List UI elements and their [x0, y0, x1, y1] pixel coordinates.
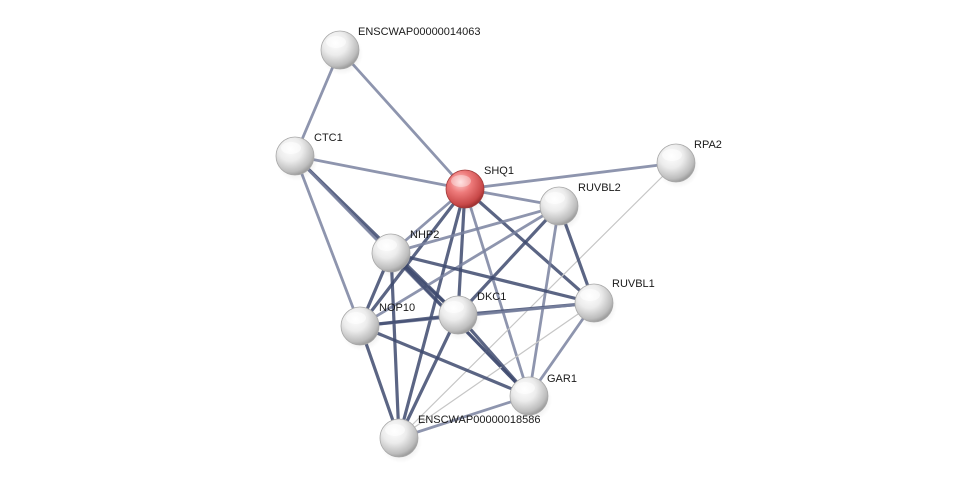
- edge-ruvbl1-enscwap00000018586[interactable]: [398, 302, 595, 439]
- node-label: RUVBL1: [612, 278, 655, 290]
- node-label: ENSCWAP00000014063: [358, 26, 481, 38]
- node-highlight: [451, 175, 471, 187]
- edge-shq1-ruvbl1[interactable]: [463, 187, 596, 305]
- node-ctc1[interactable]: CTC1: [275, 132, 343, 181]
- edge-nop10-gar1[interactable]: [358, 324, 531, 398]
- edges-layer: [293, 48, 678, 440]
- edge-shq1-gar1[interactable]: [463, 187, 531, 398]
- node-label: RUVBL2: [578, 182, 621, 194]
- node-highlight: [326, 36, 346, 48]
- edge-ruvbl2-gar1[interactable]: [527, 204, 561, 398]
- node-highlight: [545, 192, 565, 204]
- node-rpa2[interactable]: RPA2: [656, 139, 722, 188]
- node-highlight: [580, 289, 600, 301]
- edge-shq1-rpa2[interactable]: [463, 161, 678, 191]
- node-highlight: [377, 239, 397, 251]
- node-nhp2[interactable]: NHP2: [371, 229, 439, 278]
- node-nop10[interactable]: NOP10: [340, 302, 415, 351]
- node-label: NOP10: [379, 302, 415, 314]
- edge-rpa2-enscwap00000018586[interactable]: [398, 162, 677, 439]
- node-ruvbl1[interactable]: RUVBL1: [574, 278, 655, 328]
- node-gar1[interactable]: GAR1: [509, 373, 577, 421]
- node-highlight: [444, 301, 464, 313]
- node-label: SHQ1: [484, 165, 514, 177]
- node-highlight: [385, 424, 405, 436]
- edge-enscwap00000014063-shq1[interactable]: [338, 48, 467, 191]
- edge-ctc1-shq1[interactable]: [293, 154, 467, 191]
- node-label: RPA2: [694, 139, 722, 151]
- edge-ruvbl2-dkc1[interactable]: [456, 204, 561, 317]
- edge-gar1-enscwap00000018586[interactable]: [397, 394, 531, 440]
- node-shq1[interactable]: SHQ1: [445, 165, 514, 214]
- node-label: DKC1: [477, 291, 506, 303]
- node-highlight: [515, 382, 535, 394]
- node-highlight: [662, 149, 682, 161]
- node-label: GAR1: [547, 373, 577, 385]
- edge-shq1-enscwap00000018586[interactable]: [397, 187, 467, 440]
- node-dkc1[interactable]: DKC1: [438, 291, 506, 340]
- node-label: NHP2: [410, 229, 439, 241]
- edge-ruvbl2-nhp2[interactable]: [389, 204, 561, 255]
- node-enscwap00000018586[interactable]: ENSCWAP00000018586: [379, 414, 541, 463]
- node-ball[interactable]: [445, 169, 485, 209]
- node-highlight: [281, 142, 301, 154]
- edge-nhp2-enscwap00000018586[interactable]: [389, 251, 401, 440]
- node-label: CTC1: [314, 132, 343, 144]
- edge-ctc1-nop10[interactable]: [293, 154, 362, 328]
- node-ruvbl2[interactable]: RUVBL2: [539, 182, 621, 231]
- node-label: ENSCWAP00000018586: [418, 414, 541, 426]
- edge-nhp2-ruvbl1[interactable]: [389, 251, 596, 305]
- node-enscwap00000014063[interactable]: ENSCWAP00000014063: [320, 26, 481, 75]
- node-highlight: [346, 312, 366, 324]
